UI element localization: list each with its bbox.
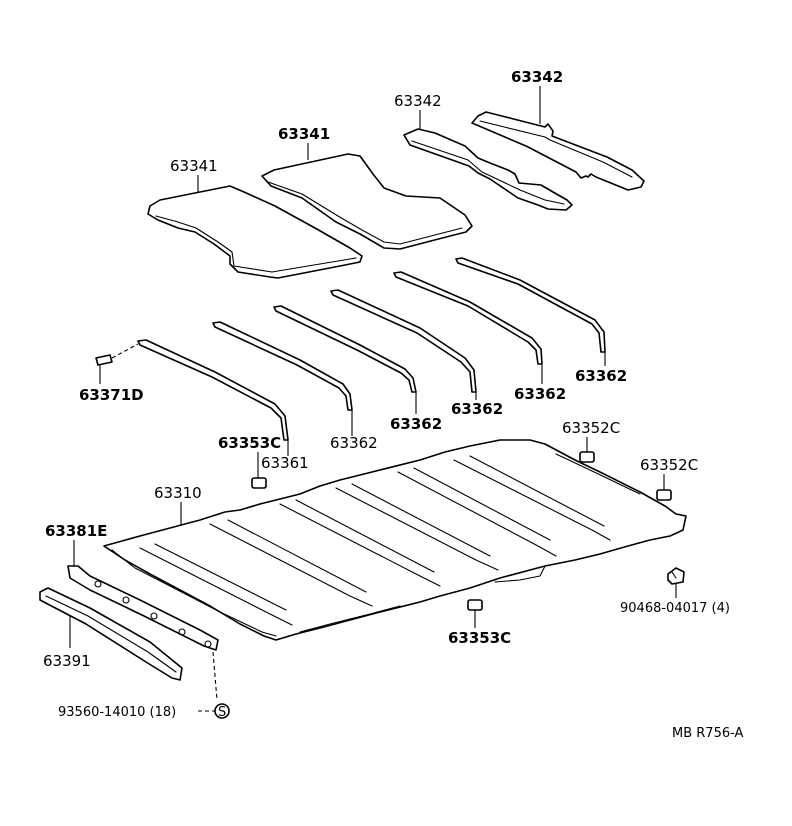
label-63362-2: 63362 [514,385,566,403]
roof-bow-4 [273,305,417,393]
retainer-63381e [67,565,219,651]
screw-symbol: S [218,705,226,720]
label-63352c-a: 63352C [562,419,620,437]
label-63353c-lower: 63353C [448,629,511,647]
label-93560: 93560-14010 (18) [58,705,176,720]
label-63361: 63361 [261,454,309,472]
pad-63341-right [261,153,473,250]
roof-bow-5 [212,321,353,411]
retainer-63352c-a [579,451,595,463]
label-63362-5: 63362 [330,434,378,452]
pad-63342-left [403,128,573,211]
roof-bow-2 [393,271,543,365]
label-63341-right: 63341 [278,125,330,143]
pad-63342-right [471,111,645,191]
pad-63341-left [147,185,363,279]
roof-bow-3 [330,289,477,393]
retainer-63353c-upper [251,477,267,489]
label-63310: 63310 [154,484,202,502]
label-63391: 63391 [43,652,91,670]
label-63352c-b: 63352C [640,456,698,474]
clip-63371d [95,343,139,366]
label-63342-right: 63342 [511,68,563,86]
garnish-63391 [39,587,183,681]
retainer-63353c-lower [467,599,483,611]
label-63342-left: 63342 [394,92,442,110]
label-63371d: 63371D [79,386,144,404]
label-63362-1: 63362 [575,367,627,385]
label-90468: 90468-04017 (4) [620,601,730,616]
clip-90468 [667,567,685,585]
label-63381e: 63381E [45,522,107,540]
label-63362-4: 63362 [390,415,442,433]
label-63341-left: 63341 [170,157,218,175]
label-63362-3: 63362 [451,400,503,418]
headlining-63310 [103,439,687,641]
roof-bow-6 [137,339,289,441]
leader-lines [69,86,677,712]
retainer-63352c-b [656,489,672,501]
label-63353c-upper: 63353C [218,434,281,452]
roof-bow-1 [455,257,606,353]
reference-code: MB R756-A [672,726,744,741]
